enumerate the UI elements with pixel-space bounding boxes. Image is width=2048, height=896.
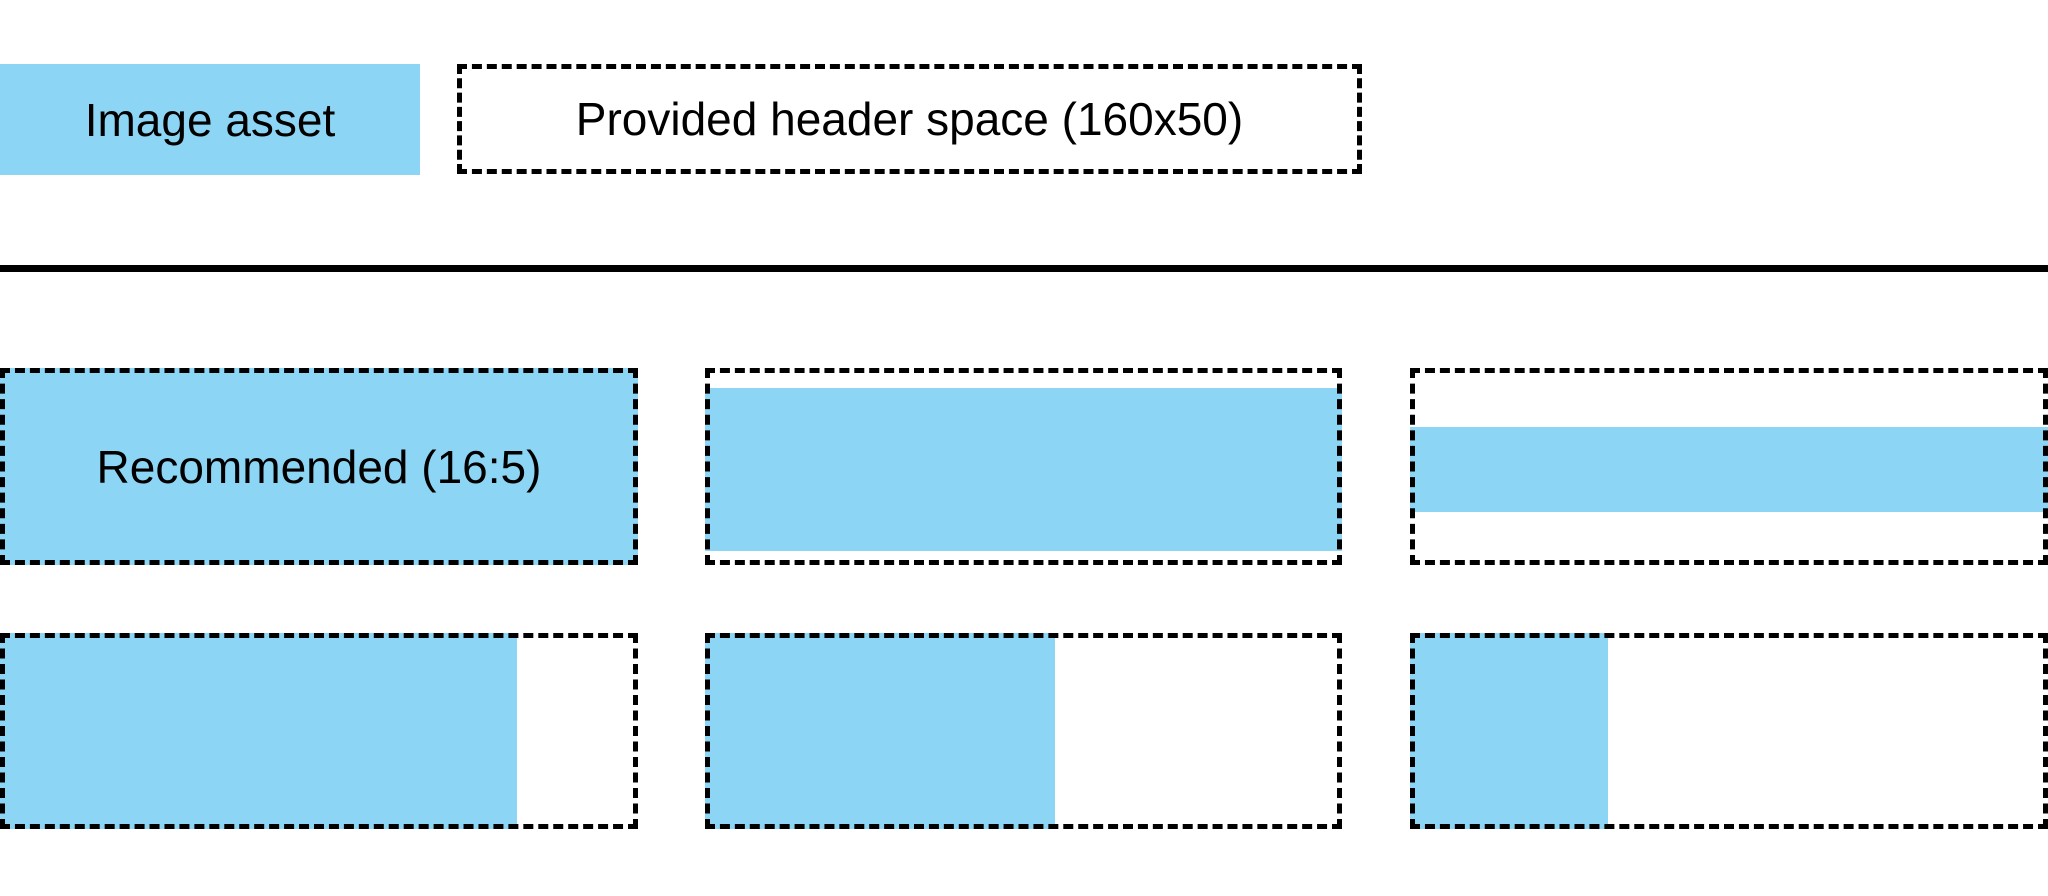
asset-fill [0, 368, 638, 565]
example-wide-asset [705, 368, 1342, 565]
asset-fill [0, 633, 517, 829]
asset-fill [705, 387, 1342, 552]
image-asset-swatch: Image asset [0, 64, 420, 175]
example-taller-asset [705, 633, 1342, 829]
provided-header-space-label: Provided header space (160x50) [575, 93, 1244, 145]
section-divider [0, 265, 2048, 272]
asset-fill [1410, 427, 2048, 512]
example-tall-asset [0, 633, 638, 829]
asset-fill [1410, 633, 1608, 829]
example-tallest-asset [1410, 633, 2048, 829]
example-extra-wide-asset [1410, 368, 2048, 565]
asset-fill [705, 633, 1056, 829]
recommended-label: Recommended (16:5) [96, 440, 542, 493]
image-asset-label: Image asset [84, 93, 336, 146]
provided-header-space-box: Provided header space (160x50) [457, 64, 1362, 174]
example-recommended-16-5: Recommended (16:5) [0, 368, 638, 565]
